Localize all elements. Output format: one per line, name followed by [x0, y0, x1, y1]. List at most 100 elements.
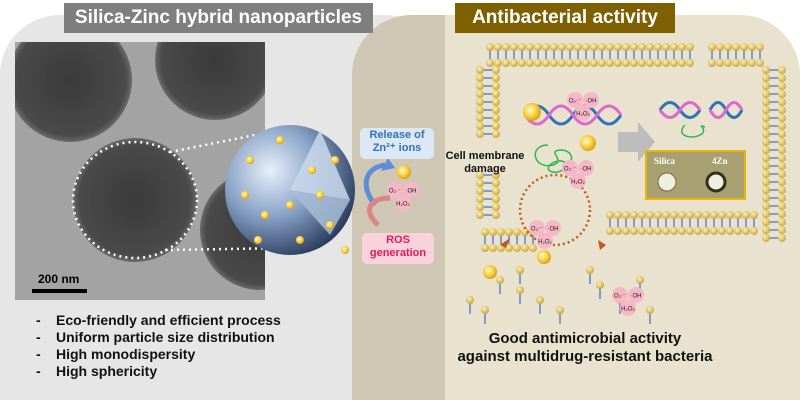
arrowhead: [598, 240, 606, 250]
lipid-head: [778, 106, 786, 114]
highlight-circle: [71, 140, 199, 260]
zinc-dot: [296, 236, 304, 244]
lipid-head: [550, 59, 558, 67]
lipid-head: [622, 59, 630, 67]
lipid-head: [492, 203, 500, 211]
lipid-head: [778, 178, 786, 186]
membrane-label-line1: Cell membrane: [445, 150, 525, 162]
ros-bubble: [575, 105, 591, 121]
release-zinc-ions-label: Release of Zn²⁺ ions: [360, 128, 434, 159]
zinc-dot: [276, 136, 284, 144]
lipid-head: [762, 186, 770, 194]
lipid-head: [518, 43, 526, 51]
conclusion-line2: against multidrug-resistant bacteria: [457, 348, 713, 365]
ros-species-label: ·OH: [631, 294, 642, 300]
feature-item: Eco-friendly and efficient process: [36, 312, 281, 329]
lipid-head: [630, 59, 638, 67]
lipid-head: [574, 43, 582, 51]
zinc-ion: [537, 250, 551, 264]
lipid-head: [534, 43, 542, 51]
lipid-head: [778, 66, 786, 74]
lipid-head: [670, 211, 678, 219]
lipid-head: [518, 59, 526, 67]
lipid-head: [476, 74, 484, 82]
ros-bubble: [567, 92, 583, 108]
zinc-dot: [341, 246, 349, 254]
lipid-head: [638, 43, 646, 51]
ros-species-label: O₂·⁻: [569, 99, 581, 105]
dna-intact: [523, 104, 623, 173]
left-panel-title: Silica-Zinc hybrid nanoparticles: [64, 3, 373, 33]
lipid-head: [492, 187, 500, 195]
lipid-head: [516, 286, 524, 294]
lipid-head: [513, 244, 521, 252]
lipid-head: [762, 194, 770, 202]
lipid-head: [622, 227, 630, 235]
ros-species-label: ·OH: [586, 99, 597, 105]
lipid-head: [521, 244, 529, 252]
lipid-head: [762, 210, 770, 218]
lipid-head: [636, 276, 644, 284]
lipid-head: [750, 211, 758, 219]
ros-bubble: [620, 300, 636, 316]
lipid-head: [536, 296, 544, 304]
lipid-head: [718, 227, 726, 235]
lipid-head: [622, 43, 630, 51]
feature-item: High sphericity: [36, 363, 281, 380]
lipid-head: [566, 43, 574, 51]
lipid-head: [622, 211, 630, 219]
lipid-head: [505, 244, 513, 252]
lipid-head: [762, 202, 770, 210]
lipid-head: [694, 211, 702, 219]
lipid-head: [778, 170, 786, 178]
right-panel-title: Antibacterial activity: [455, 3, 675, 33]
lipid-head: [778, 210, 786, 218]
lipid-head: [778, 234, 786, 242]
lipid-head: [574, 59, 582, 67]
lipid-head: [638, 227, 646, 235]
lipid-head: [778, 202, 786, 210]
lipid-head: [778, 138, 786, 146]
ros-bubble: [537, 233, 553, 249]
lipid-head: [724, 43, 732, 51]
ros-species-label: H₂O₂: [621, 307, 635, 313]
lipid-head: [630, 227, 638, 235]
ros-species-label: O₂·⁻: [389, 189, 401, 195]
lipid-head: [516, 266, 524, 274]
lipid-head: [492, 171, 500, 179]
ros-generation-label: ROS generation: [362, 233, 434, 264]
lipid-head: [716, 43, 724, 51]
ros-bubble: [570, 173, 586, 189]
agar-plate-photo: [645, 150, 746, 200]
conclusion-text: Good antimicrobial activity against mult…: [440, 330, 730, 366]
ros-species-label: ·OH: [581, 167, 592, 173]
lipid-head: [762, 138, 770, 146]
lipid-head: [534, 59, 542, 67]
ros-species-label: O₂·⁻: [614, 294, 626, 300]
zinc-ion: [580, 135, 596, 151]
lipid-head: [654, 59, 662, 67]
lipid-head: [614, 227, 622, 235]
lipid-head: [481, 244, 489, 252]
lipid-head: [778, 82, 786, 90]
lipid-head: [606, 211, 614, 219]
lipid-head: [492, 195, 500, 203]
damage-cycle-arrow: [518, 173, 592, 247]
lipid-head: [614, 211, 622, 219]
lipid-head: [526, 43, 534, 51]
zinc-dot: [331, 156, 339, 164]
lipid-head: [586, 266, 594, 274]
zinc-dot: [241, 191, 249, 199]
lipid-head: [670, 227, 678, 235]
ros-species-label: H₂O₂: [571, 180, 585, 186]
lipid-head: [606, 59, 614, 67]
nanoparticle-sphere: [225, 125, 355, 255]
ros-bubble: [403, 182, 419, 198]
lipid-head: [542, 59, 550, 67]
lipid-head: [466, 296, 474, 304]
lipid-head: [716, 59, 724, 67]
lipid-head: [686, 227, 694, 235]
